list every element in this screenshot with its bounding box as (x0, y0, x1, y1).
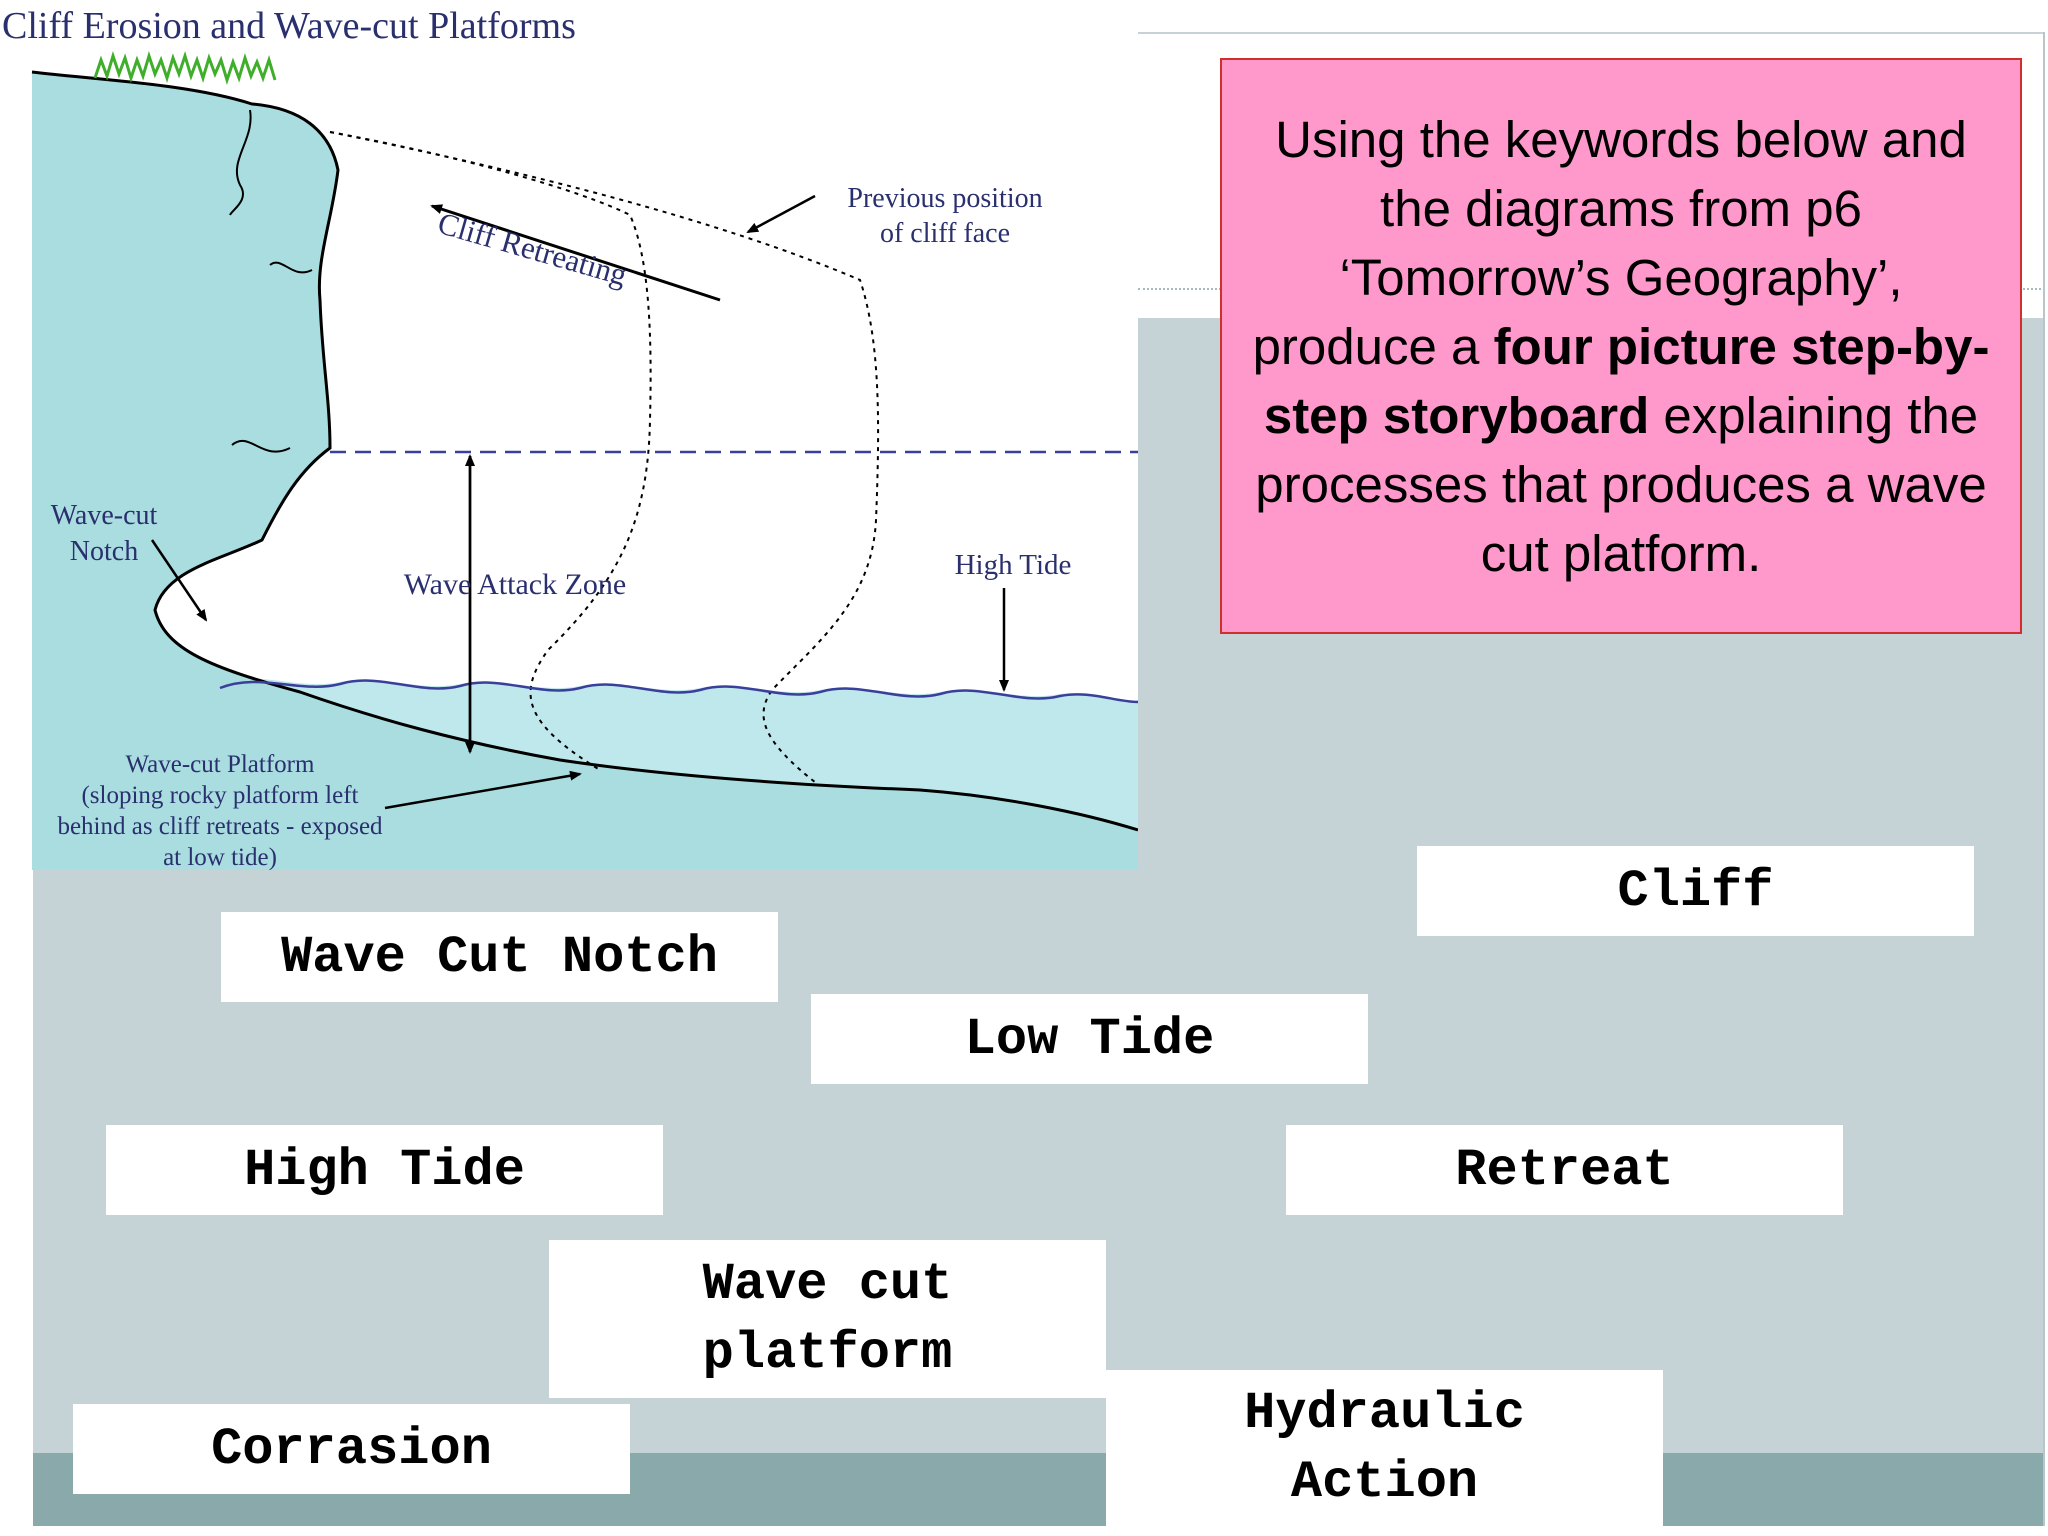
crack-line (229, 109, 252, 216)
cliff-outline (31, 70, 1138, 832)
cliff-erosion-diagram: Cliff Erosion and Wave-cut Platforms Cli… (0, 0, 1138, 870)
previous-cliff-position (329, 131, 880, 787)
crack-line (269, 261, 313, 274)
keyword-retreat[interactable]: Retreat (1286, 1125, 1843, 1215)
wave-cut-platform-label: behind as cliff retreats - exposed (57, 813, 383, 840)
wave-cut-platform-label: Wave-cut Platform (126, 751, 315, 778)
previous-position-label: Previous position (847, 183, 1042, 214)
platform-arrow (384, 770, 582, 810)
high-tide-label: High Tide (955, 549, 1072, 581)
wave-cut-notch-label: Notch (70, 536, 138, 567)
notch-arrow (150, 539, 208, 622)
slide-right-rule (2043, 32, 2045, 1526)
wave-cut-platform-label: at low tide) (163, 844, 277, 870)
crack-line (231, 439, 291, 453)
instruction-box: Using the keywords below and the diagram… (1220, 58, 2022, 634)
keyword-wave-cut-notch[interactable]: Wave Cut Notch (221, 912, 778, 1002)
wave-cut-platform-label: (sloping rocky platform left (81, 782, 358, 809)
keyword-corrasion[interactable]: Corrasion (73, 1404, 630, 1494)
instruction-text-part: Using the keywords below and the diagram… (1252, 110, 1967, 375)
keyword-hydraulic-action[interactable]: Hydraulic Action (1106, 1370, 1663, 1526)
instruction-text: Using the keywords below and the diagram… (1241, 105, 2001, 588)
cliff-diagram-svg: Cliff Erosion and Wave-cut Platforms Cli… (2, 5, 1138, 870)
wave-line (219, 679, 1138, 704)
keyword-low-tide[interactable]: Low Tide (811, 994, 1368, 1084)
previous-position-label: of cliff face (880, 218, 1010, 249)
keyword-cliff[interactable]: Cliff (1417, 846, 1974, 936)
previous-cliff-position (329, 131, 652, 771)
instruction-text-part: explaining the processes that produces a… (1255, 386, 1987, 582)
wave-attack-zone-label: Wave Attack Zone (404, 568, 627, 601)
instruction-bold-text: four picture step-by-step storyboard (1263, 317, 1990, 444)
diagram-title: Cliff Erosion and Wave-cut Platforms (2, 5, 576, 47)
wave-cut-notch-label: Wave-cut (51, 500, 158, 531)
previous-position-arrow (746, 194, 816, 234)
keyword-high-tide[interactable]: High Tide (106, 1125, 663, 1215)
cliff-retreating-arrow (430, 204, 721, 302)
keyword-wave-cut-platform[interactable]: Wave cut platform (549, 1240, 1106, 1398)
slide-top-rule (1138, 32, 2045, 34)
grass-icon (93, 51, 277, 85)
